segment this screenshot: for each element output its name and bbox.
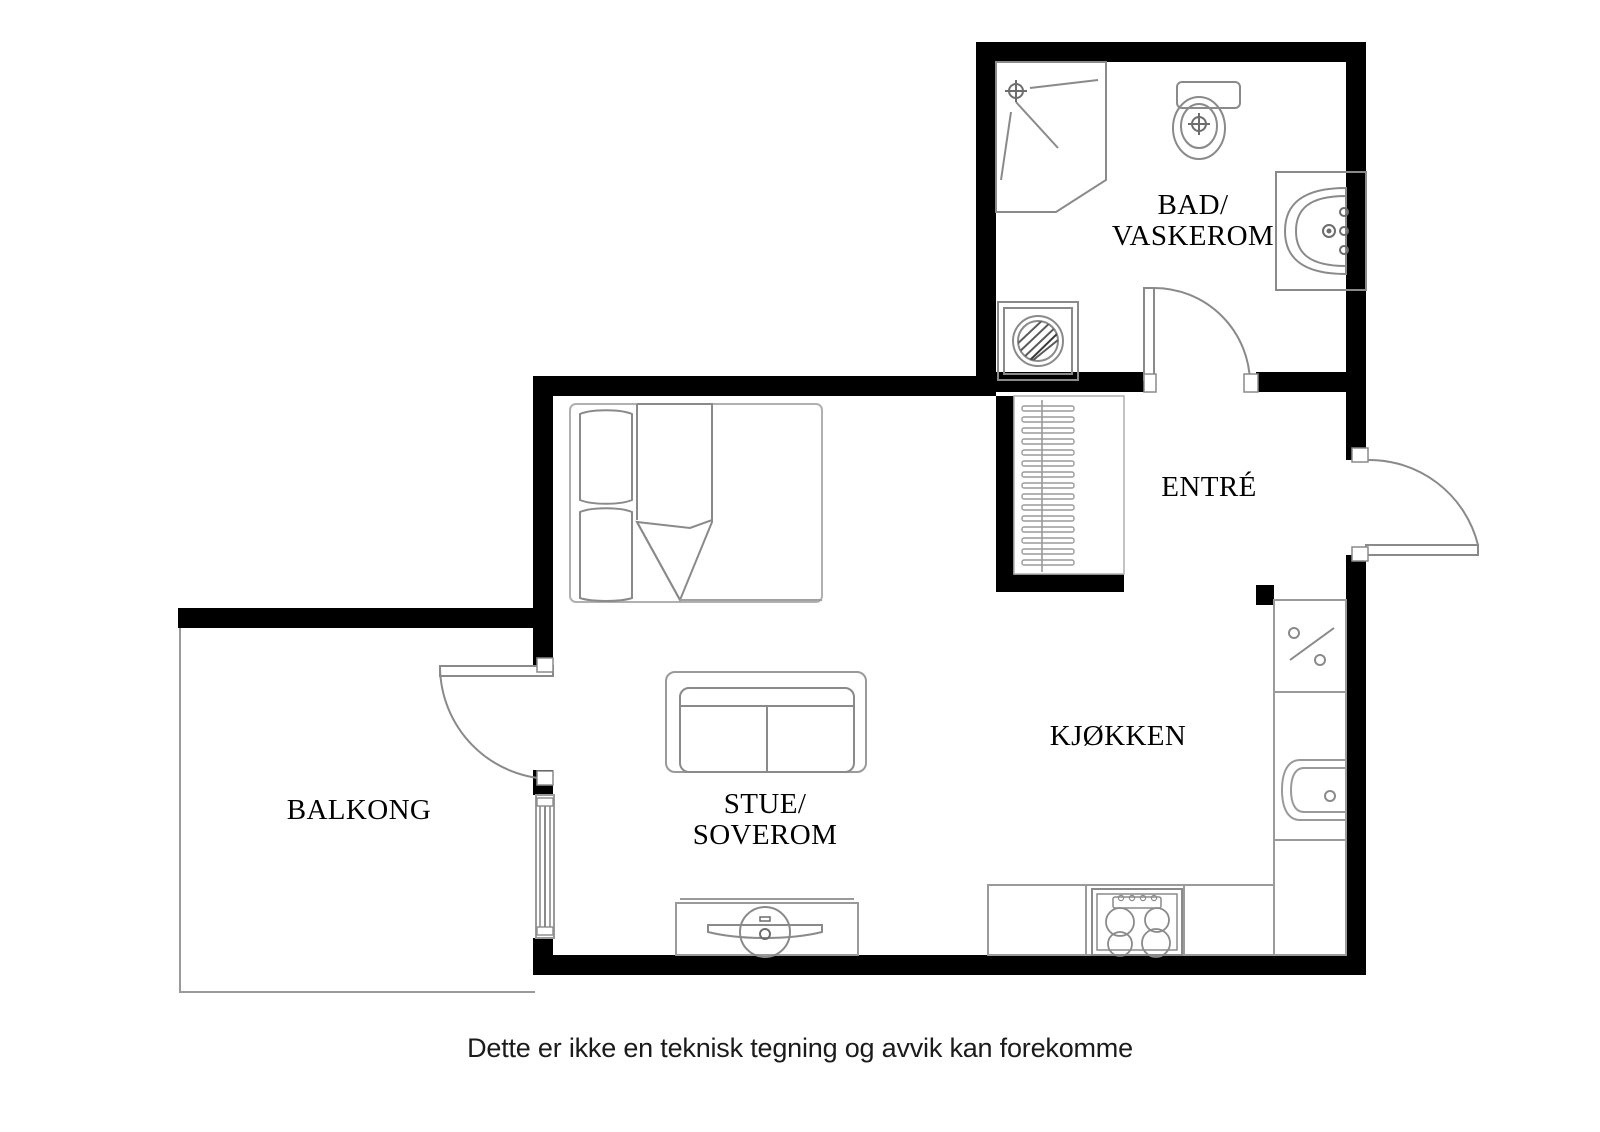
toilet-icon <box>1172 81 1241 160</box>
wall-entre-right-upper <box>1346 392 1366 460</box>
balcony-railing <box>179 628 535 993</box>
wall-balcony-top <box>178 608 553 628</box>
wall-living-left-lower <box>533 938 553 975</box>
cooktop-icon <box>1091 888 1183 958</box>
wall-bath-right <box>1346 42 1366 392</box>
bathroom-door[interactable] <box>1143 287 1259 393</box>
balcony-window <box>535 794 555 939</box>
corner-shower-icon <box>995 61 1107 213</box>
dishwasher-icon <box>1274 627 1346 693</box>
tv-stand-icon <box>675 898 859 958</box>
wall-kitchen-partition <box>1256 585 1274 605</box>
wall-closet-bottom <box>996 574 1124 592</box>
washing-machine-icon <box>997 301 1079 381</box>
balcony-door[interactable] <box>439 657 554 786</box>
wall-living-top <box>533 376 996 396</box>
wall-kitchen-right <box>1346 585 1366 975</box>
wardrobe-closet-icon <box>1013 395 1125 575</box>
wall-bath-bottom-left <box>976 372 1144 392</box>
entrance-door[interactable] <box>1351 447 1479 562</box>
sofa-icon <box>665 671 867 773</box>
wall-closet-left <box>996 396 1014 592</box>
kitchen-sink-icon <box>1274 759 1346 841</box>
washbasin-icon <box>1275 171 1367 291</box>
bathroom-fixtures <box>995 61 1367 381</box>
disclaimer-caption: Dette er ikke en teknisk tegning og avvi… <box>467 1033 1133 1063</box>
wall-bottom <box>533 955 1366 975</box>
double-bed-icon <box>569 403 823 603</box>
wall-bath-top <box>976 42 1366 62</box>
kitchen-counter-right <box>1273 599 1347 956</box>
wall-bath-bottom-right <box>1256 372 1366 392</box>
closet-hangers <box>1021 405 1075 566</box>
walls-layer <box>178 42 1366 975</box>
kitchen-fixtures <box>987 599 1347 958</box>
wall-living-left-upper <box>533 376 553 666</box>
wall-bath-left <box>976 42 996 392</box>
